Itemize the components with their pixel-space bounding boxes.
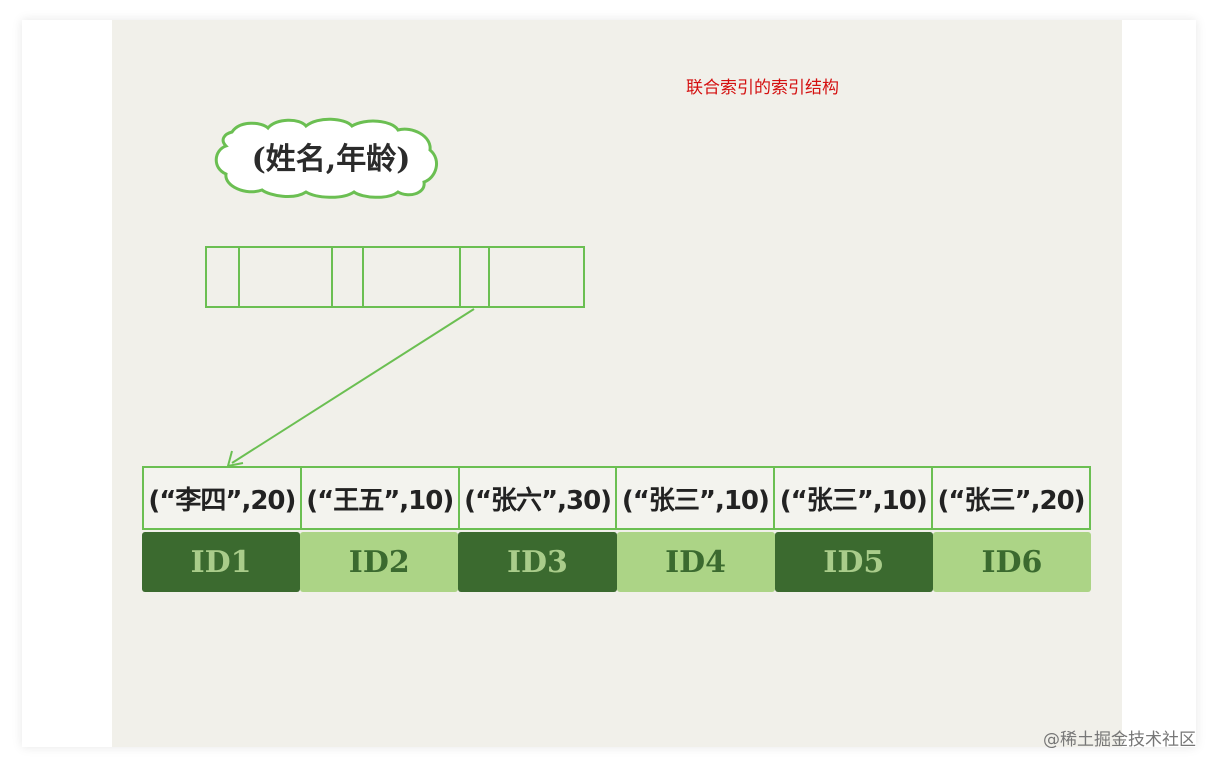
row-id: ID2 [300,532,459,592]
node-pointer-cell [333,248,364,306]
leaf-key: (“张六”,30) [460,468,618,528]
row-id: ID5 [774,532,933,592]
leaf-keys-row: (“李四”,20) (“王五”,10) (“张六”,30) (“张三”,10) … [142,466,1091,530]
diagram-title: 联合索引的索引结构 [686,78,839,98]
bubble-outline [214,117,439,199]
row-id: ID4 [616,532,775,592]
leaf-node: (“李四”,20) (“王五”,10) (“张六”,30) (“张三”,10) … [142,466,1092,592]
leaf-key: (“张三”,10) [617,468,776,528]
leaf-key: (“王五”,10) [302,468,460,528]
watermark: @稀土掘金技术社区 [1043,730,1196,750]
node-pointer-cell [461,248,490,306]
pointer-arrow-line [231,308,475,464]
row-id: ID6 [932,532,1092,592]
leaf-ids-row: ID1 ID2 ID3 ID4 ID5 ID6 [142,532,1092,592]
node-key-cell [490,248,583,306]
row-id: ID1 [142,532,301,592]
leaf-key: (“张三”,20) [937,485,1086,516]
node-pointer-cell [207,248,240,306]
index-node [205,246,585,308]
leaf-key: (“张三”,10) [775,468,934,528]
leaf-key: (“李四”,20) [144,468,302,528]
node-key-cell [364,248,461,306]
node-key-cell [240,248,333,306]
bubble-label: (姓名,年龄) [251,142,411,177]
row-id: ID3 [458,532,617,592]
